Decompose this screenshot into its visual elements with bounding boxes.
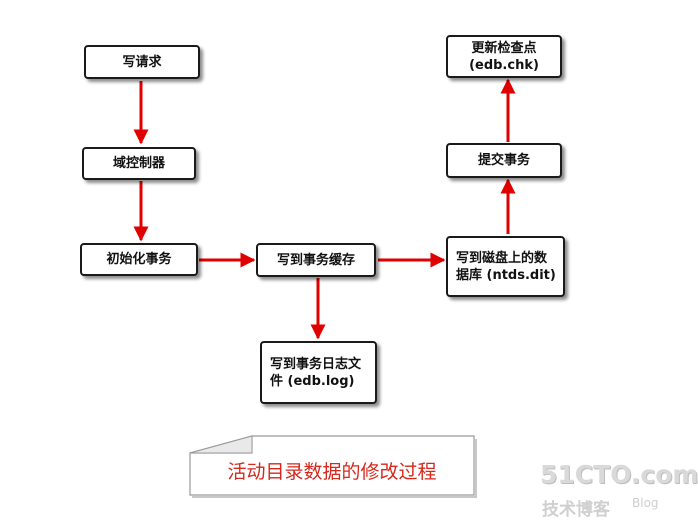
node-label: 域控制器 [112,156,165,171]
node-label: 写请求 [122,54,162,70]
node-label: 初始化事务 [106,252,172,267]
node-label: 写到磁盘上的数 据库 (ntds.dit) [456,250,556,283]
watermark-logo: 51CTO.com 技术博客 Blog [540,460,698,520]
node-write-disk-db: 写到磁盘上的数 据库 (ntds.dit) [446,236,565,297]
watermark-sub: 技术博客 [542,500,610,520]
node-label: 提交事务 [477,153,530,168]
node-label: 写到事务缓存 [276,252,355,268]
flow-arrows [133,78,516,340]
node-write-request: 写请求 [84,45,200,79]
node-write-tx-cache: 写到事务缓存 [256,243,376,277]
node-domain-controller: 域控制器 [82,147,196,180]
node-init-transaction: 初始化事务 [80,243,198,276]
caption-note: 活动目录数据的修改过程 [186,433,478,499]
node-write-tx-log: 写到事务日志文 件 (edb.log) [260,341,377,404]
watermark-blog: Blog [632,496,659,510]
node-update-checkpoint: 更新检查点 (edb.chk) [446,35,562,78]
note-shape [189,435,477,498]
node-label: 更新检查点 (edb.chk) [469,40,539,73]
node-label: 写到事务日志文 件 (edb.log) [270,356,362,389]
watermark-site: 51CTO.com [540,460,698,489]
node-commit-transaction: 提交事务 [446,143,562,178]
caption-text: 活动目录数据的修改过程 [227,461,437,483]
